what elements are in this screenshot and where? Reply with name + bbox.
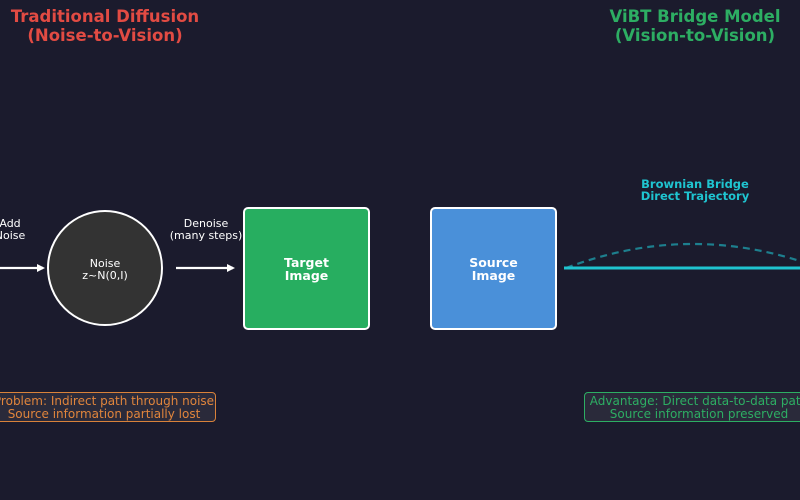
right-panel-title: ViBT Bridge Model (Vision-to-Vision) — [545, 7, 800, 45]
advantage-line1: Advantage: Direct data-to-data path — [589, 394, 800, 408]
target-label-line2: Image — [285, 268, 329, 283]
advantage-line2: Source information preserved — [609, 407, 789, 421]
problem-note: Problem: Indirect path through noise Sou… — [0, 392, 216, 422]
noise-label-line1: Noise — [90, 257, 121, 270]
source-label-line1: Source — [469, 255, 518, 270]
left-title-line2: (Noise-to-Vision) — [27, 26, 183, 45]
noise-label-line2: z~N(0,I) — [82, 269, 128, 282]
problem-line2: Source information partially lost — [7, 407, 201, 421]
add-noise-label-line1: Add — [0, 217, 21, 230]
advantage-note: Advantage: Direct data-to-data path Sour… — [584, 392, 800, 422]
left-title-line1: Traditional Diffusion — [10, 7, 200, 26]
denoise-label-line1: Denoise — [184, 217, 229, 230]
target-label-line1: Target — [284, 255, 329, 270]
target-image-box — [243, 207, 370, 330]
left-panel-title: Traditional Diffusion (Noise-to-Vision) — [0, 7, 255, 45]
source-label-line2: Image — [472, 268, 516, 283]
problem-line1: Problem: Indirect path through noise — [0, 394, 215, 408]
bridge-label-line2: Direct Trajectory — [641, 189, 750, 203]
add-noise-label-line2: Noise — [0, 229, 25, 242]
right-title-line2: (Vision-to-Vision) — [614, 26, 776, 45]
bridge-curve-dashed — [565, 242, 800, 270]
noise-circle — [47, 210, 163, 326]
bridge-label-line1: Brownian Bridge — [641, 177, 749, 191]
right-title-line1: ViBT Bridge Model — [609, 7, 781, 26]
source-image-box — [430, 207, 557, 330]
denoise-label-line2: (many steps) — [170, 229, 243, 242]
